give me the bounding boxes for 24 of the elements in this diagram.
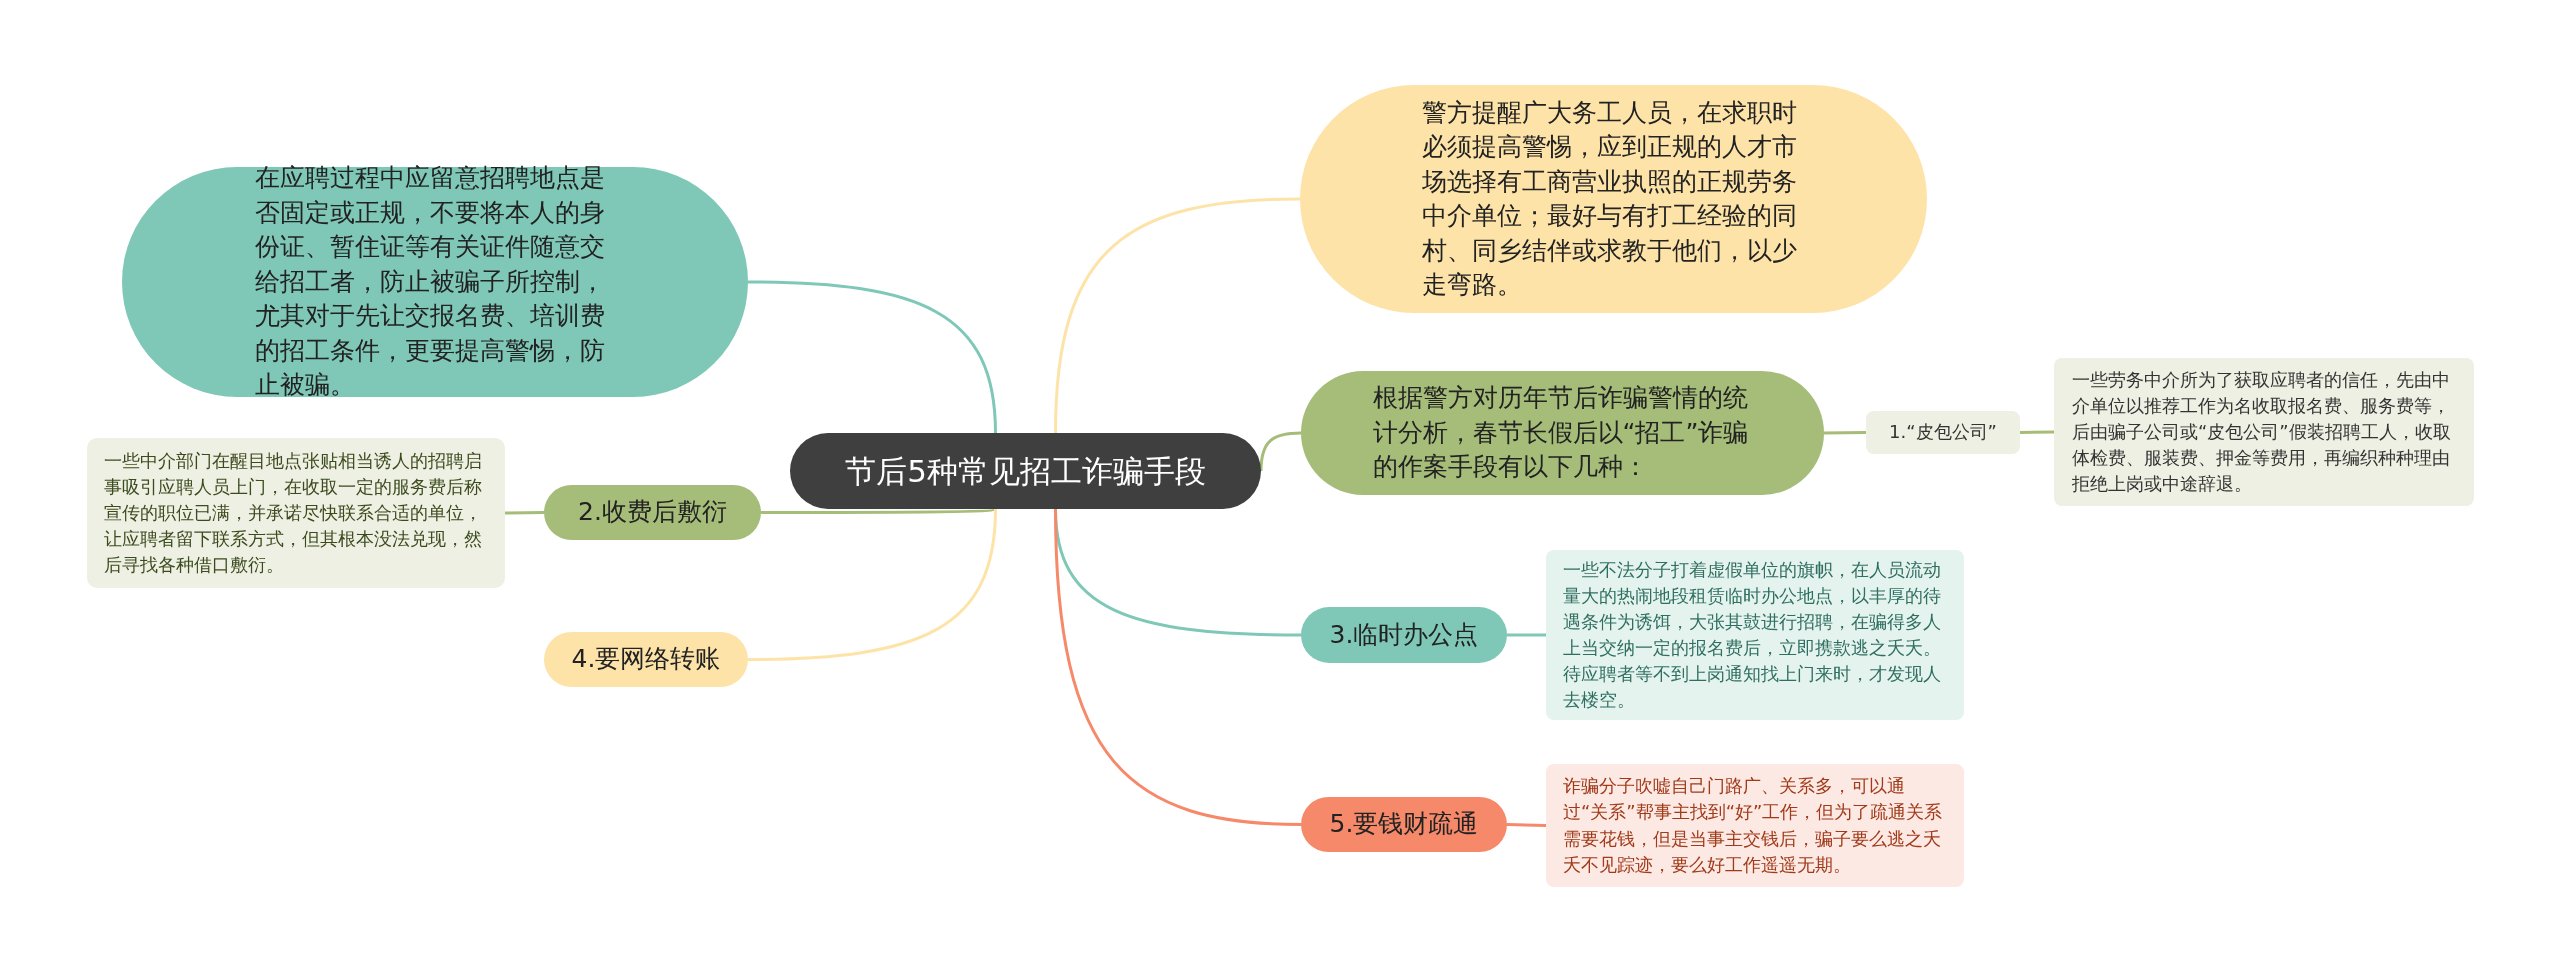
subtopic-tag: 1.“皮包公司” [1866,411,2020,454]
topic-bubble: 根据警方对历年节后诈骗警情的统计分析，春节长假后以“招工”诈骗的作案手段有以下几种： [1301,371,1824,495]
topic-bubble: 5.要钱财疏通 [1301,797,1507,852]
note-box: 诈骗分子吹嘘自己门路广、关系多，可以通过“关系”帮事主找到“好”工作，但为了疏通关系需要花钱，但是当事主交钱后，骗子要么逃之夭夭不见踪迹，要么好工作遥遥无期。 [1546,764,1964,887]
note-box: 一些劳务中介所为了获取应聘者的信任，先由中介单位以推荐工作为名收取报名费、服务费等，后由骗子公司或“皮包公司”假装招聘工人，收取体检费、服装费、押金等费用，再编织种种理由拒绝上岗或中途辞退。 [2054,358,2474,506]
connector [504,511,545,515]
note-box: 一些中介部门在醒目地点张贴相当诱人的招聘启事吸引应聘人员上门，在收取一定的服务费后称宣传的职位已满，并承诺尽快联系合适的单位，让应聘者留下联系方式，但其根本没法兑现，然后寻找各种借口敷衍。 [87,438,505,588]
topic-bubble: 警方提醒广大务工人员，在求职时必须提高警惕，应到正规的人才市场选择有工商营业执照的正规劳务中介单位；最好与有打工经验的同村、同乡结伴或求教于他们，以少走弯路。 [1300,85,1927,313]
connector [747,508,997,661]
topic-bubble: 2.收费后敷衍 [544,485,761,540]
topic-bubble: 4.要网络转账 [544,632,748,687]
topic-bubble: 在应聘过程中应留意招聘地点是否固定或正规，不要将本人的身份证、暂住证等有关证件随意交给招工者，防止被骗子所控制，尤其对于先让交报名费、培训费的招工条件，更要提高警惕，防止被骗。 [122,167,748,397]
topic-bubble: 3.临时办公点 [1301,607,1507,663]
connector [1054,197,1301,434]
connector [1507,633,1546,637]
connector [1054,508,1302,826]
connector [2019,430,2055,434]
connector [1259,431,1302,472]
connector [1824,431,1866,435]
central-topic: 节后5种常见招工诈骗手段 [790,433,1261,509]
connector [1506,823,1547,827]
note-box: 一些不法分子打着虚假单位的旗帜，在人员流动量大的热闹地段租赁临时办公地点，以丰厚的待遇条件为诱饵，大张其鼓进行招聘，在骗得多人上当交纳一定的报名费后，立即携款逃之夭夭。待应聘者等不到上岗通知找上门来时，才发现人去楼空。 [1546,550,1964,720]
connector [761,507,996,514]
connector [747,280,997,434]
